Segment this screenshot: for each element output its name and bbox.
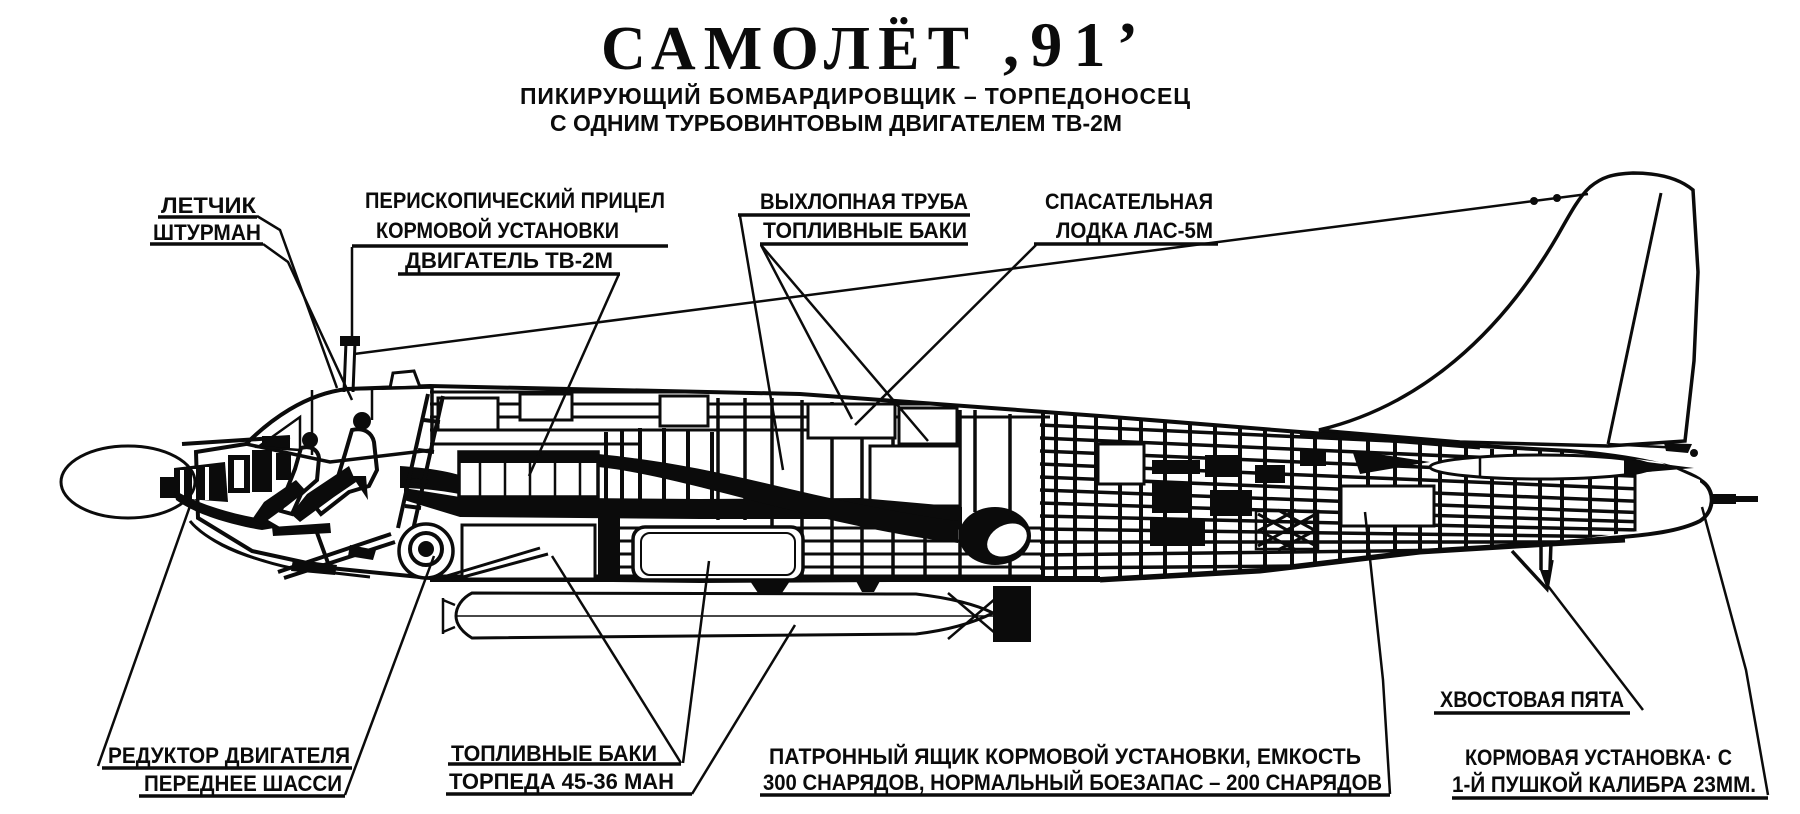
svg-text:ПИКИРУЮЩИЙ БОМБАРДИРОВЩИК – Т: ПИКИРУЮЩИЙ БОМБАРДИРОВЩИК – ТОРПЕДОНОСЕЦ xyxy=(520,82,1190,109)
svg-text:ДВИГАТЕЛЬ ТВ-2М: ДВИГАТЕЛЬ ТВ-2М xyxy=(405,248,613,273)
svg-text:1-Й ПУШКОЙ КАЛИБРА 23ММ.: 1-Й ПУШКОЙ КАЛИБРА 23ММ. xyxy=(1452,772,1756,797)
svg-text:ХВОСТОВАЯ ПЯТА: ХВОСТОВАЯ ПЯТА xyxy=(1440,687,1624,712)
svg-text:ЛЕТЧИК: ЛЕТЧИК xyxy=(161,193,257,218)
svg-text:,91’: ,91’ xyxy=(1003,9,1138,80)
svg-text:ПАТРОННЫЙ ЯЩИК КОРМОВОЙ УСТАНО: ПАТРОННЫЙ ЯЩИК КОРМОВОЙ УСТАНОВКИ, ЕМКОС… xyxy=(769,744,1361,769)
svg-text:ПЕРЕДНЕЕ ШАССИ: ПЕРЕДНЕЕ ШАССИ xyxy=(144,771,342,796)
svg-text:ВЫХЛОПНАЯ ТРУБА: ВЫХЛОПНАЯ ТРУБА xyxy=(760,189,968,214)
svg-text:КОРМОВАЯ УСТАНОВКА· С: КОРМОВАЯ УСТАНОВКА· С xyxy=(1465,745,1732,770)
svg-text:ПЕРИСКОПИЧЕСКИЙ ПРИЦЕЛ: ПЕРИСКОПИЧЕСКИЙ ПРИЦЕЛ xyxy=(365,188,665,213)
svg-text:САМОЛЁТ: САМОЛЁТ xyxy=(601,15,969,83)
svg-text:ШТУРМАН: ШТУРМАН xyxy=(153,220,261,245)
svg-text:С ОДНИМ ТУРБОВИНТОВЫМ ДВИГАТЕЛ: С ОДНИМ ТУРБОВИНТОВЫМ ДВИГАТЕЛЕМ ТВ-2М xyxy=(550,110,1122,136)
svg-text:ТОРПЕДА 45-36 МАН: ТОРПЕДА 45-36 МАН xyxy=(449,769,674,794)
svg-text:ЛОДКА ЛАС-5М: ЛОДКА ЛАС-5М xyxy=(1056,218,1213,243)
svg-text:РЕДУКТОР ДВИГАТЕЛЯ: РЕДУКТОР ДВИГАТЕЛЯ xyxy=(108,743,350,768)
svg-text:КОРМОВОЙ УСТАНОВКИ: КОРМОВОЙ УСТАНОВКИ xyxy=(376,218,619,243)
svg-text:300 СНАРЯДОВ, НОРМАЛЬНЫЙ БОЕЗА: 300 СНАРЯДОВ, НОРМАЛЬНЫЙ БОЕЗАПАС – 200 … xyxy=(763,770,1382,795)
svg-text:ТОПЛИВНЫЕ БАКИ: ТОПЛИВНЫЕ БАКИ xyxy=(763,218,967,243)
svg-text:ТОПЛИВНЫЕ БАКИ: ТОПЛИВНЫЕ БАКИ xyxy=(451,741,657,766)
svg-text:СПАСАТЕЛЬНАЯ: СПАСАТЕЛЬНАЯ xyxy=(1045,189,1213,214)
